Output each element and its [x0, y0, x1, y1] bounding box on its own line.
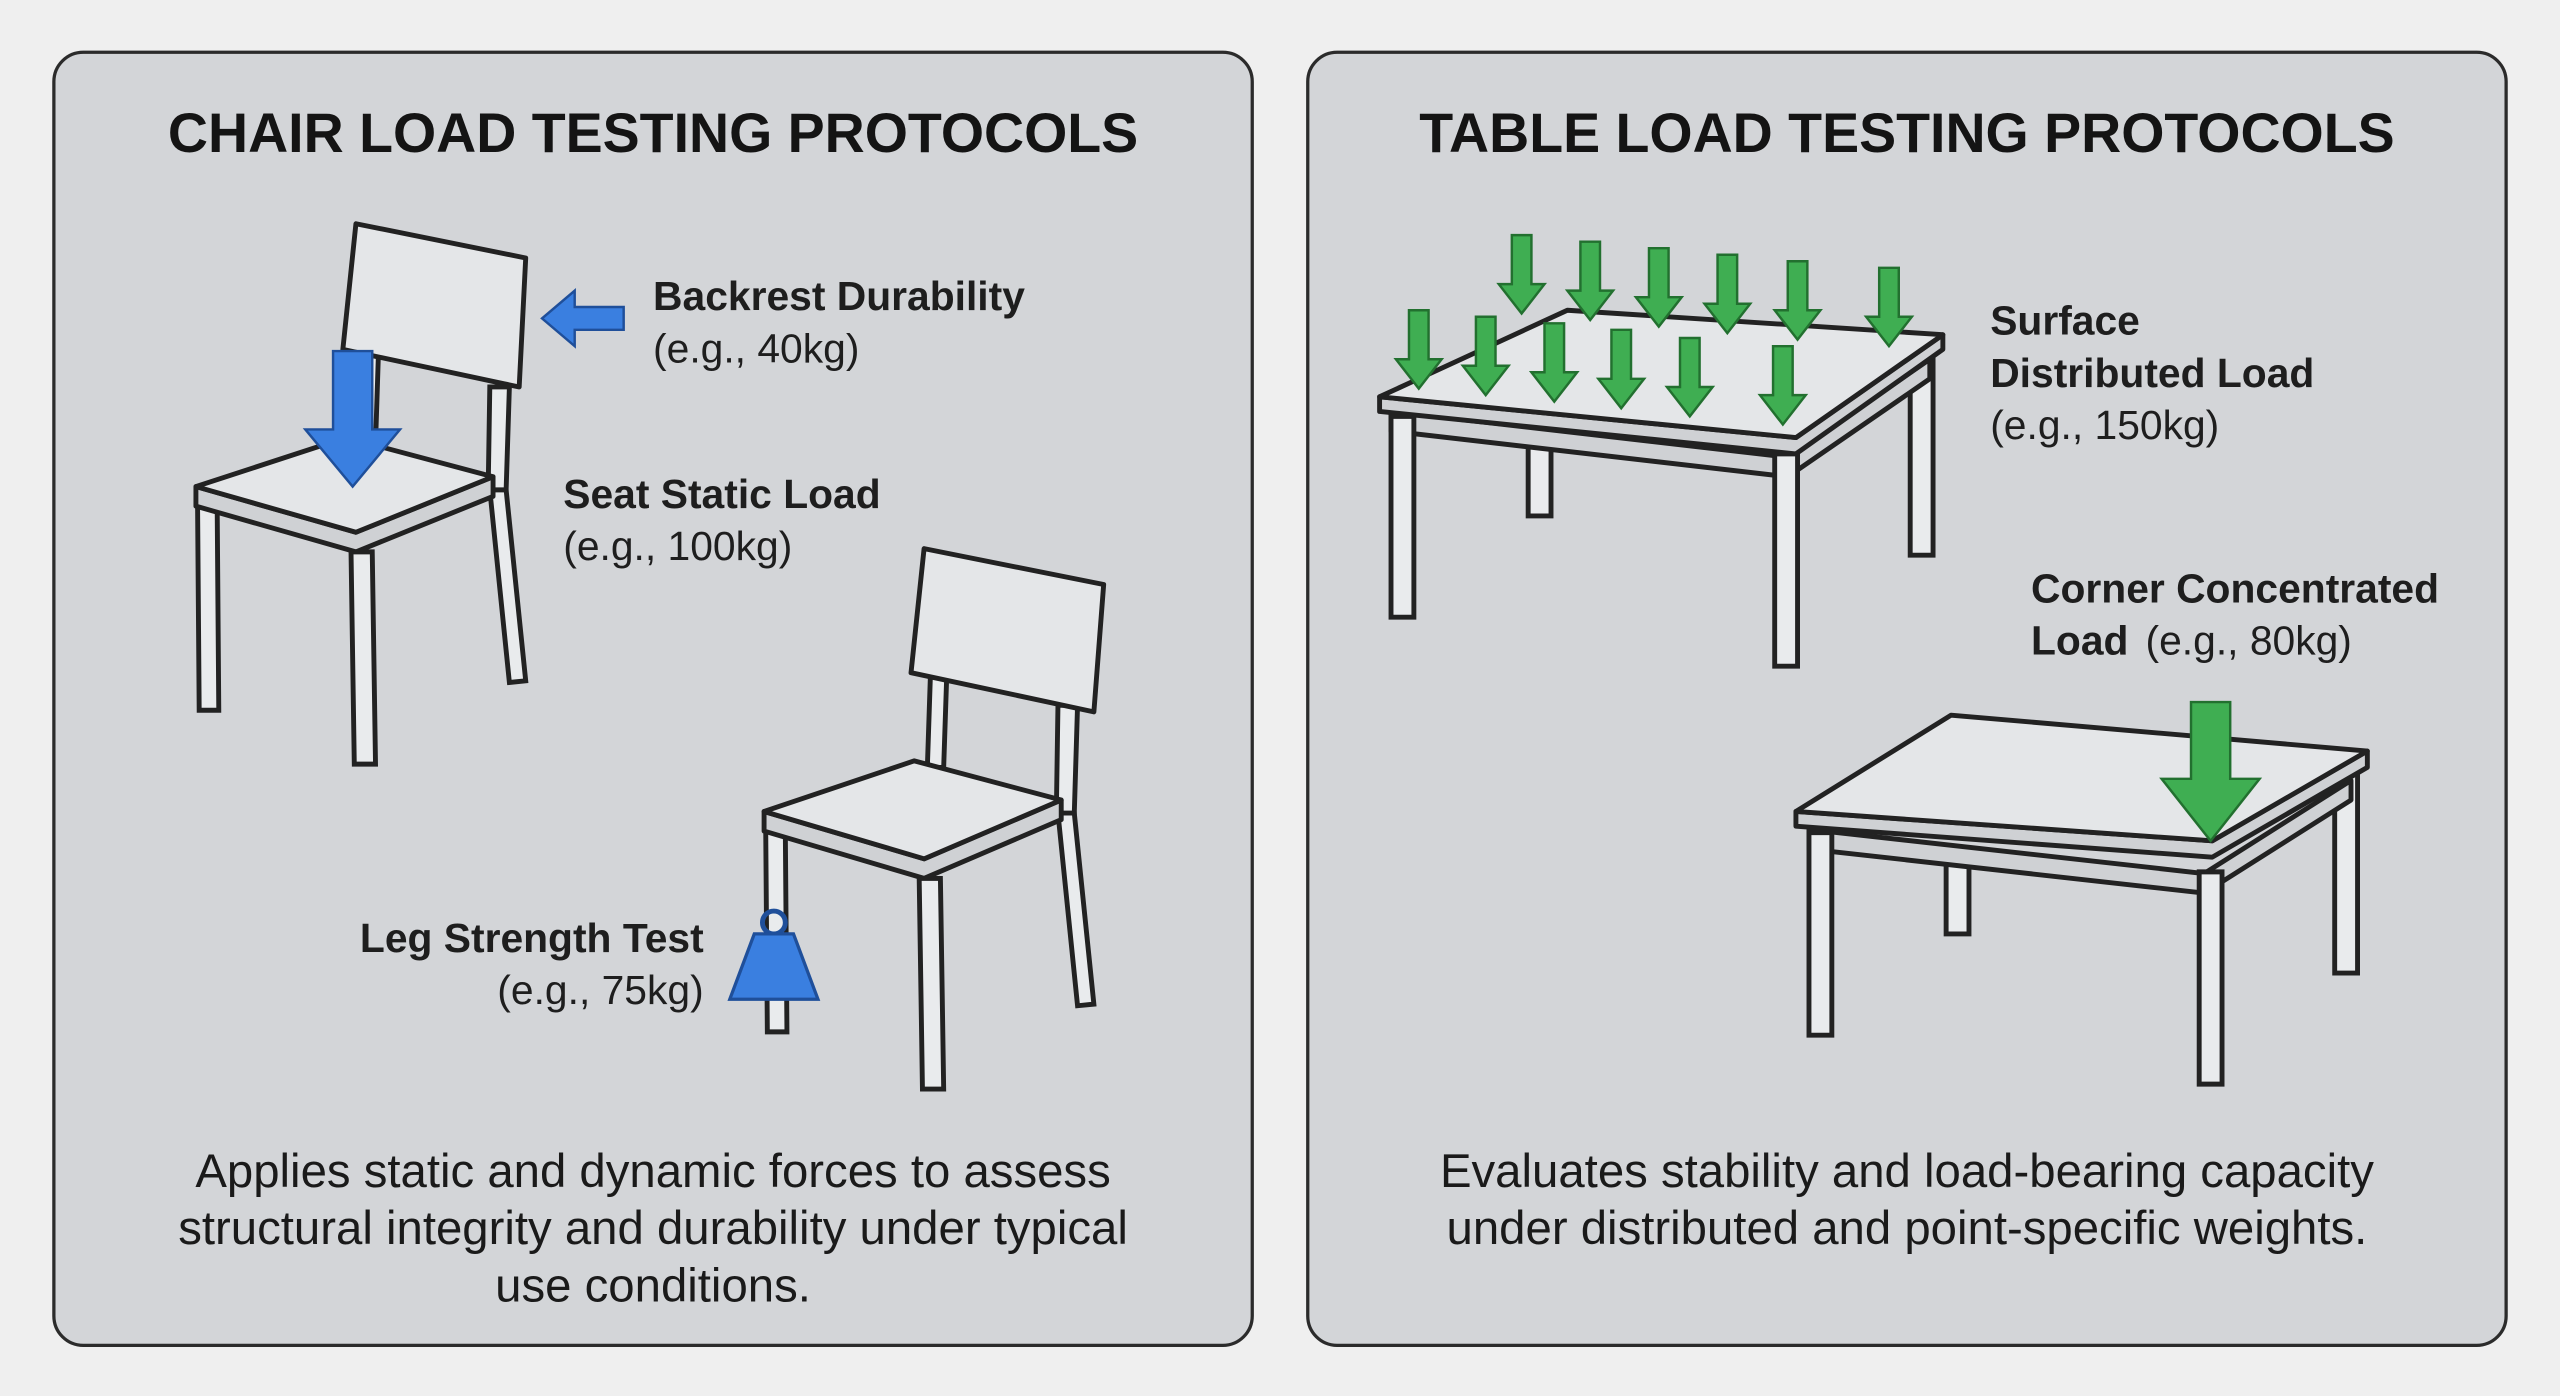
chair-panel-title: CHAIR LOAD TESTING PROTOCOLS	[168, 102, 1138, 164]
down-arrow-icon	[1595, 328, 1647, 411]
chair-leg	[195, 500, 222, 713]
table-panel-title: TABLE LOAD TESTING PROTOCOLS	[1419, 102, 2394, 164]
table-top	[1377, 307, 1946, 441]
corner-value: (e.g., 80kg)	[2146, 618, 2352, 664]
chair-back-post	[1053, 702, 1081, 816]
chair-description-line: Applies static and dynamic forces to ass…	[195, 1145, 1110, 1198]
backrest-label: Backrest Durability	[653, 273, 1025, 319]
chair-backrest	[908, 546, 1107, 715]
table-leg	[1388, 413, 1417, 620]
table-panel: TABLE LOAD TESTING PROTOCOLS Surface Dis…	[1306, 50, 2508, 1347]
surface-arrows	[1393, 233, 1915, 427]
down-arrow-icon	[1564, 240, 1616, 323]
surface-label: Surface	[1990, 298, 2140, 344]
down-arrow-icon	[1863, 266, 1915, 349]
chair-seat	[193, 435, 496, 535]
chair-leg	[916, 875, 947, 1092]
chair-back-post	[924, 666, 950, 770]
corner-label: Load	[2031, 618, 2128, 664]
chair-back-post	[485, 384, 512, 493]
surface-value: (e.g., 150kg)	[1990, 402, 2219, 448]
weight-icon	[727, 908, 821, 1001]
down-arrow-icon	[1757, 344, 1809, 427]
down-arrow-icon	[1664, 336, 1716, 419]
table-illustration-2	[1793, 700, 2370, 1087]
chair-backrest	[340, 221, 529, 390]
table-illustration-1	[1377, 233, 1946, 669]
backrest-value: (e.g., 40kg)	[653, 325, 859, 371]
left-arrow-icon	[540, 288, 625, 349]
seat-label: Seat Static Load	[563, 471, 880, 517]
table-leg	[1772, 451, 1800, 669]
chair-seat	[761, 758, 1064, 862]
chair-description-line: use conditions.	[495, 1259, 811, 1312]
down-arrow-icon	[1528, 322, 1580, 404]
down-arrow-icon	[1460, 315, 1512, 398]
down-arrow-icon	[1393, 309, 1445, 391]
corner-label-line2: Load (e.g., 80kg)	[2031, 618, 2352, 664]
chair-illustration-1	[193, 221, 625, 767]
down-arrow-icon	[1772, 260, 1823, 342]
table-leg	[2196, 869, 2225, 1087]
leg-strength-label: Leg Strength Test	[360, 915, 704, 961]
surface-label: Distributed Load	[1990, 350, 2314, 396]
chair-panel: CHAIR LOAD TESTING PROTOCOLS Backrest Du…	[52, 50, 1254, 1347]
table-description-line: under distributed and point-specific wei…	[1447, 1202, 2368, 1255]
chair-leg	[348, 549, 378, 767]
seat-value: (e.g., 100kg)	[563, 523, 792, 569]
down-arrow-icon	[1701, 253, 1753, 336]
down-arrow-icon	[1633, 246, 1685, 329]
leg-strength-value: (e.g., 75kg)	[497, 967, 703, 1013]
down-arrow-icon	[302, 349, 403, 489]
chair-description-line: structural integrity and durability unde…	[178, 1202, 1128, 1255]
corner-label: Corner Concentrated	[2031, 565, 2439, 611]
down-arrow-icon	[1496, 233, 1547, 316]
table-description-line: Evaluates stability and load-bearing cap…	[1440, 1145, 2374, 1198]
chair-illustration-2	[727, 546, 1107, 1092]
down-arrow-icon	[2159, 700, 2263, 843]
table-leg	[1806, 830, 1835, 1038]
